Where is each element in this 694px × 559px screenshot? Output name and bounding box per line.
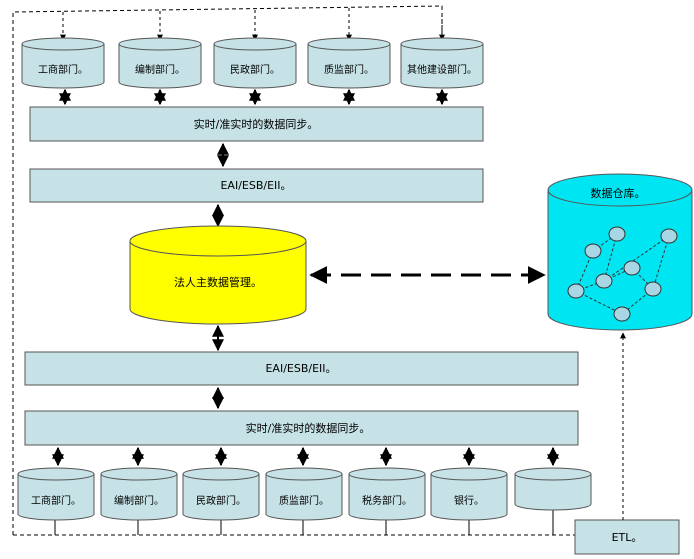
top-cylinder-arrows (59, 88, 448, 106)
bottom-sync-bar (24, 410, 579, 446)
top-bus-label: EAI/ESB/EII。 (220, 179, 291, 192)
top-sync-label: 实时/准实时的数据同步。 (194, 117, 319, 131)
department-label: 民政部门。 (196, 494, 246, 507)
department-cylinder: 编制部门。 (118, 37, 202, 89)
department-label: 银行。 (454, 494, 484, 507)
department-cylinder: 民政部门。 (182, 467, 260, 521)
department-cylinder: 工商部门。 (21, 37, 105, 89)
warehouse-nodes (567, 226, 678, 322)
department-cylinder (514, 467, 592, 511)
department-label: 税务部门。 (362, 494, 412, 507)
bottom-bus-label: EAI/ESB/EII。 (265, 362, 336, 375)
department-cylinder: 民政部门。 (213, 37, 297, 89)
department-cylinder: 税务部门。 (348, 467, 426, 521)
top-bus-bar (29, 168, 484, 203)
department-cylinder: 编制部门。 (100, 467, 178, 521)
department-cylinder: 其他建设部门。 (400, 37, 484, 89)
department-label: 质监部门。 (279, 494, 329, 507)
warehouse-label: 数据仓库。 (591, 186, 646, 200)
top-department-group: 工商部门。 编制部门。 民政部门。 质监部门。 其他建设部门。 (21, 37, 484, 89)
department-cylinder: 银行。 (430, 467, 508, 521)
department-label: 编制部门。 (114, 494, 164, 507)
department-label: 质监部门。 (324, 63, 374, 76)
etl-box (574, 519, 680, 555)
etl-label: ETL。 (612, 531, 643, 544)
master-data-label: 法人主数据管理。 (174, 275, 262, 289)
bottom-cylinder-arrows (52, 446, 559, 467)
department-label: 民政部门。 (230, 63, 280, 76)
department-cylinder: 质监部门。 (265, 467, 343, 521)
top-sync-bar (29, 106, 484, 142)
department-cylinder: 质监部门。 (307, 37, 391, 89)
dashed-loop-line (12, 5, 443, 535)
bottom-department-group: 工商部门。 编制部门。 民政部门。 质监部门。 税务部门。 银行。 (17, 467, 592, 521)
master-data-cylinder (129, 225, 307, 325)
department-cylinder: 工商部门。 (17, 467, 95, 521)
department-label: 工商部门。 (31, 494, 81, 507)
bottom-sync-label: 实时/准实时的数据同步。 (246, 421, 371, 435)
department-label: 其他建设部门。 (407, 63, 477, 76)
department-label: 工商部门。 (38, 63, 88, 76)
bottom-bus-bar (24, 351, 579, 386)
department-label: 编制部门。 (135, 63, 185, 76)
top-dashed-arrows (60, 7, 445, 41)
